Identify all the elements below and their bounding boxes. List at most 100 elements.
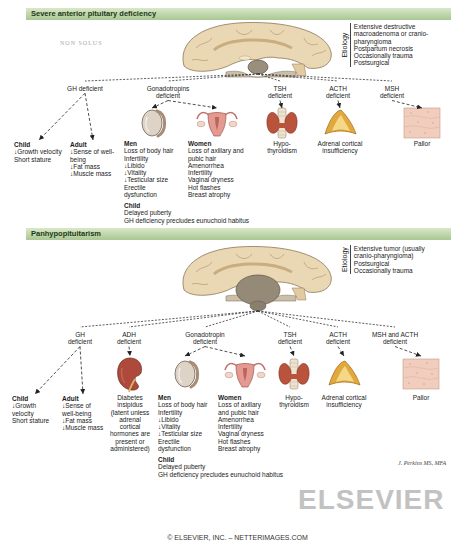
dashed-arrow: [338, 101, 340, 108]
outcome-heading: Adult: [70, 141, 116, 148]
dashed-arrow: [205, 347, 245, 356]
thyroid: [279, 359, 309, 389]
symptom-text: Breast atrophy: [188, 191, 246, 198]
outcome-group: Adrenal cortical insufficiency: [314, 108, 366, 156]
deficiency-text: ACTH deficient: [321, 331, 355, 346]
copyright-caption: © ELSEVIER, INC. – NETTERIMAGES.COM: [0, 534, 475, 541]
outcome-heading: Child: [12, 395, 58, 402]
uterus: [225, 363, 265, 387]
testis: [142, 110, 165, 136]
dashed-arrow: [290, 347, 294, 356]
pale-skin: [404, 108, 440, 138]
etiology-item: Postpartum necrosis: [354, 45, 444, 52]
symptom-text: Loss of body hair: [124, 147, 180, 154]
adrenal: [329, 361, 360, 385]
dashed-arrow: [35, 347, 80, 394]
kidney: [118, 358, 142, 392]
etiology-item: Postsurgical: [354, 59, 444, 66]
symptom-text: Pallor: [398, 140, 446, 147]
deficiency-label: ACTH deficient: [319, 84, 357, 101]
deficiency-label: GH deficient: [65, 84, 105, 93]
section-header-band: Severe anterior pituitary deficiency: [26, 8, 451, 20]
outcome-group: Adrenal cortical insufficiency: [318, 356, 370, 410]
outcome-group: ChildDelayed pubertyGH deficiency preclu…: [156, 455, 336, 479]
deficiency-text: ADH deficient: [112, 331, 146, 346]
symptom-text: ↓Libido: [158, 416, 212, 423]
etiology-item: Postsurgical: [354, 260, 444, 267]
deficiency-text: ACTH deficient: [321, 85, 355, 100]
symptom-text: Loss of axillary and pubic hair: [188, 147, 246, 162]
watermark: ELSEVIER: [298, 484, 444, 516]
deficiency-label: Gonadotropins deficient: [138, 84, 198, 101]
symptom-text: ↓Sense of well-being: [62, 402, 104, 417]
outcome-heading: Men: [158, 394, 212, 401]
adrenal: [325, 110, 356, 134]
symptom-text: Infertility: [188, 169, 246, 176]
outcome-group: Child↓Growth velocityShort stature: [12, 140, 66, 164]
deficiency-label: ACTH deficient: [319, 330, 357, 347]
thyroid: [267, 108, 297, 138]
deficiency-label: MSH deficient: [373, 84, 411, 101]
macroadenoma: [248, 60, 268, 74]
symptom-text: Erectile dysfunction: [158, 438, 212, 453]
symptom-text: Adrenal cortical insufficiency: [316, 140, 364, 155]
outcome-group: Pallor: [396, 108, 448, 148]
symptom-text: ↓Vitality: [158, 423, 212, 430]
section-title: Panhypopituitarism: [31, 230, 446, 238]
outcome-group: Adult↓Sense of well-being↓Fat mass↓Muscl…: [68, 140, 118, 178]
outcome-group: Pallor: [395, 356, 447, 402]
symptom-text: Amenorrhea: [218, 416, 272, 423]
deficiency-text: GH deficient: [63, 331, 97, 346]
symptom-text: Loss of axillary and pubic hair: [218, 401, 272, 416]
symptom-text: Adrenal cortical insufficiency: [320, 394, 368, 409]
symptom-text: ↓Fat mass: [62, 417, 104, 424]
symptom-text: ↓Testicular size: [158, 430, 212, 437]
outcome-group: WomenLoss of axillary and pubic hairAmen…: [216, 356, 274, 453]
deficiency-label: TSH deficient: [261, 84, 299, 101]
symptom-text: Delayed puberty: [124, 209, 300, 216]
deficiency-text: Gonadotropin deficient: [177, 331, 233, 346]
symptom-text: Diabetes insipidus (latent unless adrena…: [108, 394, 152, 452]
deficiency-label: GH deficient: [61, 330, 99, 347]
symptom-text: Infertility: [124, 155, 180, 162]
dashed-arrow: [39, 93, 85, 140]
etiology-item: Extensive destructive macroadenoma or cr…: [354, 23, 444, 45]
deficiency-label: ADH deficient: [110, 330, 148, 347]
symptom-text: ↓Muscle mass: [62, 424, 104, 431]
tumor: [236, 275, 280, 305]
deficiency-label: Gonadotropin deficient: [175, 330, 235, 347]
outcome-group: Hypo-thyroidism: [272, 356, 316, 410]
symptom-text: ↓Muscle mass: [70, 170, 116, 177]
etiology-bracket: Extensive destructive macroadenoma or cr…: [350, 23, 444, 67]
symptom-text: Vaginal dryness: [188, 176, 246, 183]
outcome-group: Hypo-thyroidism: [258, 108, 306, 156]
symptom-text: Infertility: [158, 409, 212, 416]
symptom-text: Pallor: [397, 394, 445, 401]
dashed-arrow: [80, 347, 83, 394]
deficiency-label: MSH and ACTH deficient: [367, 330, 423, 347]
outcome-heading: Men: [124, 140, 180, 147]
watermark: NON SOLUS: [60, 40, 103, 46]
dashed-arrow: [338, 347, 344, 356]
outcome-group: ChildDelayed pubertyGH deficiency preclu…: [122, 201, 302, 225]
symptom-text: GH deficiency precludes eunuchoid habitu…: [124, 217, 300, 224]
dashed-arrow: [152, 101, 168, 108]
symptom-text: GH deficiency precludes eunuchoid habitu…: [158, 471, 334, 478]
outcome-heading: Child: [124, 202, 300, 209]
testis: [175, 361, 198, 387]
symptom-text: Delayed puberty: [158, 463, 334, 470]
etiology-bracket: Extensive tumor (usually cranio-pharyngi…: [350, 245, 444, 274]
deficiency-text: Gonadotropins deficient: [140, 85, 196, 100]
symptom-text: ↓Fat mass: [70, 163, 116, 170]
symptom-text: ↓Growth velocity: [14, 148, 64, 155]
deficiency-text: TSH deficient: [273, 331, 307, 346]
outcome-heading: Adult: [62, 395, 104, 402]
symptom-text: Short stature: [12, 417, 58, 424]
pituitary: [250, 301, 266, 311]
dashed-arrow: [168, 101, 217, 108]
symptom-text: ↓Sense of well-being: [70, 148, 116, 163]
symptom-text: Infertility: [218, 423, 272, 430]
section-header-band: Panhypopituitarism: [26, 228, 451, 240]
